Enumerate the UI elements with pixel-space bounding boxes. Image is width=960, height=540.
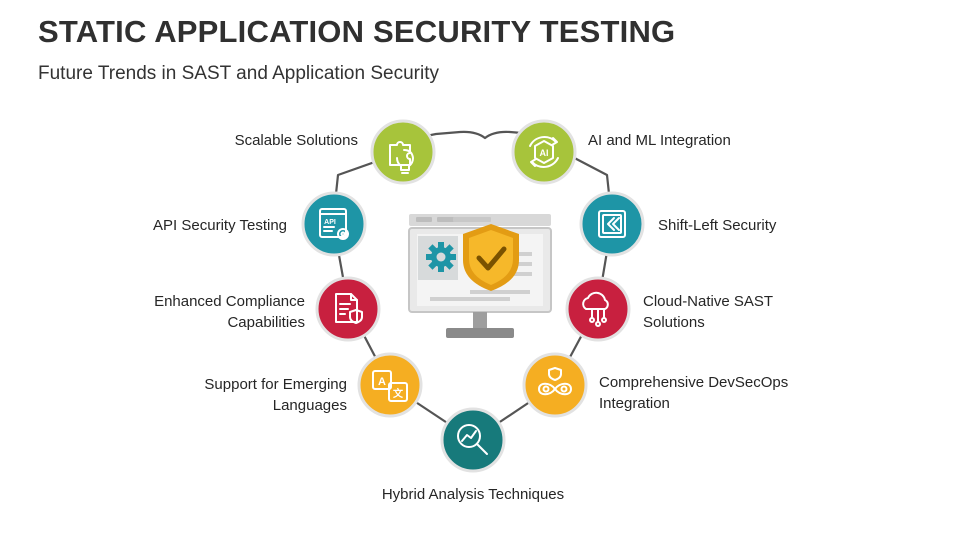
compliance-document-icon <box>335 293 363 324</box>
label-scalable-solutions: Scalable Solutions <box>234 132 358 149</box>
label-cloud-native-sast: Cloud-Native SAST Solutions <box>643 293 773 331</box>
label-emerging-languages: Support for Emerging Languages <box>204 376 347 414</box>
svg-text:A: A <box>378 376 386 388</box>
label-hybrid-analysis: Hybrid Analysis Techniques <box>381 486 565 503</box>
svg-text:API: API <box>324 219 336 226</box>
label-enhanced-compliance: Enhanced Compliance Capabilities <box>154 293 305 331</box>
puzzle-lightbulb-icon <box>389 141 414 174</box>
page-title: STATIC APPLICATION SECURITY TESTING <box>38 14 676 49</box>
node-hybrid-analysis <box>440 407 506 473</box>
svg-text:AI: AI <box>540 148 549 158</box>
node-emerging-languages: A 文 <box>357 352 423 418</box>
label-shift-left-security: Shift-Left Security <box>658 217 777 234</box>
shield-outline <box>331 130 614 442</box>
label-ai-ml-integration: AI and ML Integration <box>588 132 731 149</box>
node-shift-left-security <box>579 191 645 257</box>
svg-text:文: 文 <box>393 387 404 400</box>
analysis-magnifier-icon <box>457 424 488 455</box>
shift-left-icon <box>598 210 626 238</box>
node-cloud-native-sast <box>565 276 631 342</box>
devsecops-loop-icon <box>538 367 572 396</box>
ai-cycle-icon <box>529 136 559 168</box>
node-devsecops-integration <box>522 352 588 418</box>
monitor-shield-gear-icon <box>408 214 552 338</box>
node-api-security-testing: API <box>301 191 367 257</box>
cloud-network-icon <box>582 291 609 327</box>
page-subtitle: Future Trends in SAST and Application Se… <box>38 63 439 84</box>
label-devsecops-integration: Comprehensive DevSecOps Integration <box>599 374 789 412</box>
translate-icon <box>372 370 408 402</box>
api-gear-icon <box>319 208 349 240</box>
node-scalable-solutions <box>370 119 436 185</box>
node-enhanced-compliance <box>315 276 381 342</box>
label-api-security-testing: API Security Testing <box>153 217 287 234</box>
node-ai-ml-integration: AI <box>511 119 577 185</box>
